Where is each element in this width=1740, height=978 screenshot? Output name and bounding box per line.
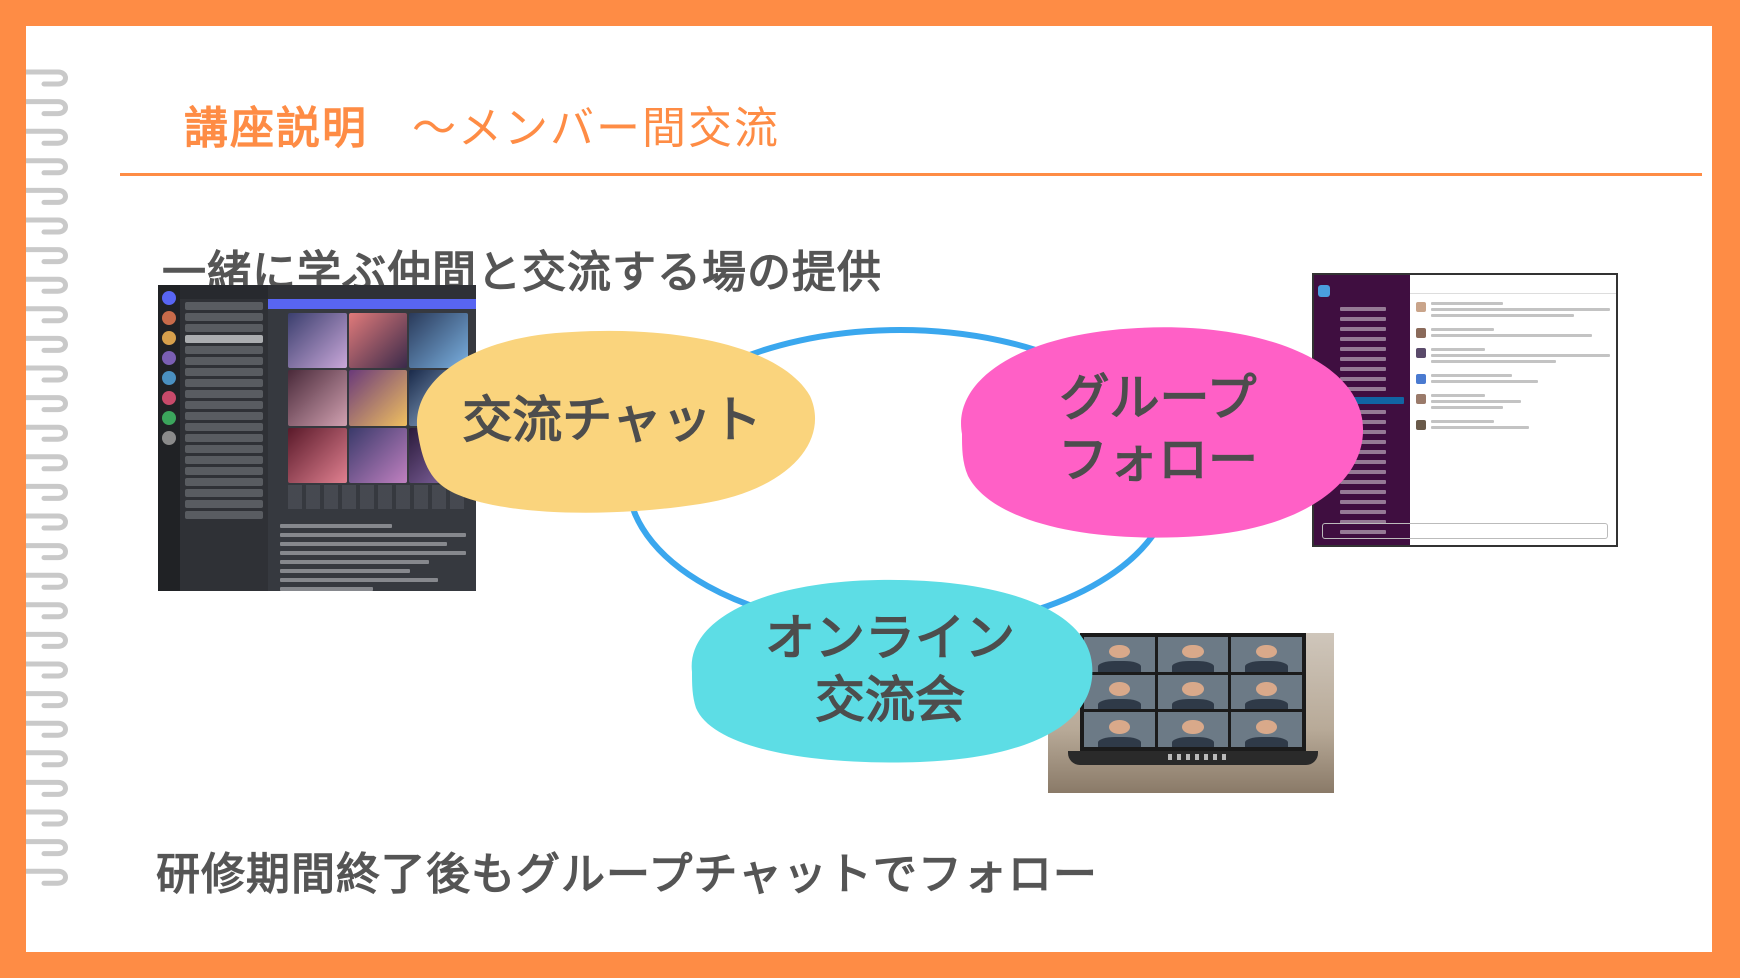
video-grid — [1080, 633, 1306, 751]
binding-ring — [26, 158, 68, 176]
title-divider — [120, 173, 1702, 176]
title-sub: ～メンバー間交流 — [412, 103, 780, 154]
binding-ring — [26, 247, 68, 265]
binding-ring — [26, 335, 68, 353]
binding-ring — [26, 276, 68, 294]
cycle-label-online-meetup: オンライン 交流会 — [765, 608, 1015, 730]
binding-ring — [26, 454, 68, 472]
binding-ring — [26, 543, 68, 561]
binding-ring — [26, 631, 68, 649]
cycle-item-chat: 交流チャット — [400, 322, 824, 518]
binding-ring — [26, 424, 68, 442]
binding-ring — [26, 128, 68, 146]
cycle-label-chat: 交流チャット — [462, 390, 762, 449]
channel-list — [180, 285, 268, 591]
binding-ring — [26, 365, 68, 383]
group-chat-screenshot — [1312, 273, 1618, 547]
binding-ring — [26, 720, 68, 738]
video-call-photo — [1048, 633, 1334, 793]
binding-ring — [26, 513, 68, 531]
binding-ring — [26, 69, 68, 87]
message-pane — [268, 285, 476, 591]
binding-ring — [26, 217, 68, 235]
binding-ring — [26, 839, 68, 857]
channel-messages — [1410, 275, 1616, 545]
cycle-item-group-follow: グループ フォロー — [948, 316, 1368, 542]
cycle-item-online-meetup: オンライン 交流会 — [682, 572, 1098, 766]
cycle-label-group-follow: グループ フォロー — [1058, 368, 1258, 490]
binding-ring — [26, 395, 68, 413]
binding-ring — [26, 483, 68, 501]
binding-ring — [26, 306, 68, 324]
title-main: 講座説明 — [184, 103, 368, 154]
spiral-binding — [26, 69, 68, 886]
server-rail — [158, 285, 180, 591]
binding-ring — [26, 661, 68, 679]
page-title: 講座説明 ～メンバー間交流 — [184, 92, 780, 156]
binding-ring — [26, 99, 68, 117]
footer-text: 研修期間終了後もグループチャットでフォロー — [156, 849, 1098, 900]
binding-ring — [26, 691, 68, 709]
message-input — [1322, 523, 1608, 539]
binding-ring — [26, 602, 68, 620]
chat-screenshot — [158, 285, 476, 591]
binding-ring — [26, 779, 68, 797]
binding-ring — [26, 809, 68, 827]
binding-ring — [26, 572, 68, 590]
binding-ring — [26, 868, 68, 886]
binding-ring — [26, 187, 68, 205]
binding-ring — [26, 750, 68, 768]
